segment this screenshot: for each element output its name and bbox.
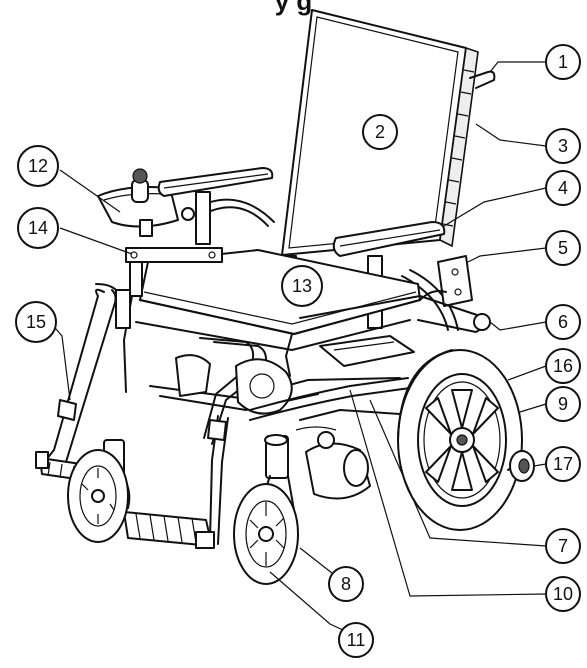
seat-cushion <box>139 249 421 335</box>
callout-1: 1 <box>545 44 581 80</box>
callout-3: 3 <box>545 128 581 164</box>
callout-12: 12 <box>17 145 59 187</box>
svg-text:7: 7 <box>558 536 568 556</box>
callout-17: 17 <box>545 446 581 482</box>
callout-15: 15 <box>15 301 57 343</box>
callout-13: 13 <box>281 265 323 307</box>
svg-text:9: 9 <box>558 394 568 414</box>
svg-text:8: 8 <box>341 574 351 594</box>
drive-wheel <box>397 349 523 531</box>
leader-lines <box>49 61 547 637</box>
svg-text:13: 13 <box>292 276 312 296</box>
svg-text:17: 17 <box>553 454 573 474</box>
callout-4: 4 <box>545 170 581 206</box>
svg-text:3: 3 <box>558 136 568 156</box>
svg-text:14: 14 <box>28 218 48 238</box>
callout-8: 8 <box>328 566 364 602</box>
page-title-fragment: y g <box>274 0 313 16</box>
callout-7: 7 <box>545 528 581 564</box>
legrest <box>45 283 229 545</box>
svg-text:5: 5 <box>558 238 568 258</box>
front-caster <box>233 434 299 585</box>
svg-text:10: 10 <box>553 584 573 604</box>
callout-16: 16 <box>545 348 581 384</box>
svg-text:15: 15 <box>26 312 46 332</box>
callout-14: 14 <box>17 207 59 249</box>
svg-text:6: 6 <box>558 312 568 332</box>
callout-11: 11 <box>338 622 374 658</box>
callout-5: 5 <box>545 230 581 266</box>
svg-text:2: 2 <box>375 122 385 142</box>
svg-text:16: 16 <box>553 356 573 376</box>
callout-10: 10 <box>545 576 581 612</box>
callout-2: 2 <box>362 114 398 150</box>
joystick-control <box>97 168 179 237</box>
svg-text:1: 1 <box>558 52 568 72</box>
callout-9: 9 <box>545 386 581 422</box>
callout-6: 6 <box>545 304 581 340</box>
svg-text:11: 11 <box>347 630 366 650</box>
svg-text:4: 4 <box>558 178 568 198</box>
svg-text:12: 12 <box>28 156 48 176</box>
